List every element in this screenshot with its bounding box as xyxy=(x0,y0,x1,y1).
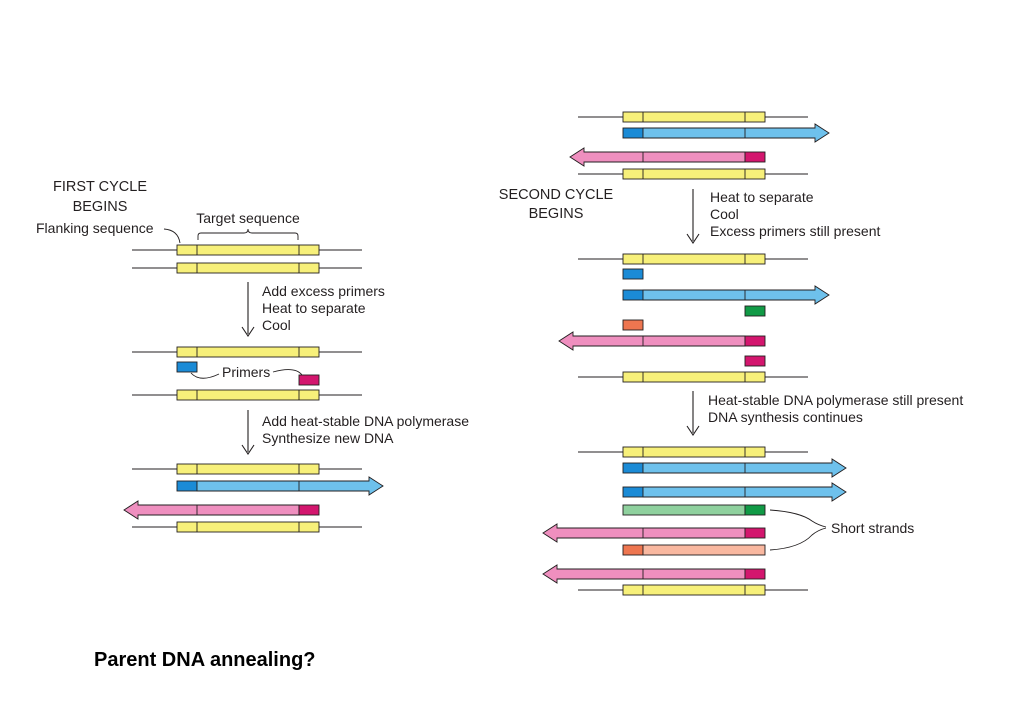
new-strand-right-arrow xyxy=(196,476,384,496)
second-step1-line1: Heat to separate xyxy=(710,189,814,205)
second-cycle-start-molecules xyxy=(569,111,830,180)
first-step1-line3: Cool xyxy=(262,317,291,333)
primers-label: Primers xyxy=(222,364,270,380)
target-sequence-bracket xyxy=(197,228,299,240)
short-strands-brace-bottom xyxy=(769,527,827,551)
first-cycle-heading-line2: BEGINS xyxy=(73,199,128,215)
first-step1-line2: Heat to separate xyxy=(262,300,366,316)
target-sequence-label: Target sequence xyxy=(196,210,300,226)
first-step1-line1: Add excess primers xyxy=(262,283,385,299)
primer-blue xyxy=(176,361,198,373)
second-cycle-heading-line1: SECOND CYCLE xyxy=(499,187,614,203)
first-cycle-products xyxy=(123,463,384,533)
short-strands-brace-top xyxy=(769,509,827,528)
primer-orange xyxy=(622,319,644,331)
first-cycle: FIRST CYCLE BEGINS Flanking sequence Tar… xyxy=(36,179,469,533)
separated-strands: Primers xyxy=(132,346,362,401)
question-caption: Parent DNA annealing? xyxy=(94,649,316,671)
first-cycle-heading-line1: FIRST CYCLE xyxy=(53,179,147,195)
second-step2-line1: Heat-stable DNA polymerase still present xyxy=(708,392,963,408)
flanking-sequence-label: Flanking sequence xyxy=(36,220,154,236)
second-step1-line2: Cool xyxy=(710,206,739,222)
first-step2-line1: Add heat-stable DNA polymerase xyxy=(262,413,469,429)
second-cycle-separated xyxy=(558,253,830,383)
second-cycle: SECOND CYCLE BEGINS Heat to separate Coo… xyxy=(499,111,963,596)
short-strands-label: Short strands xyxy=(831,520,914,536)
parent-duplex xyxy=(132,244,362,274)
second-step2-line2: DNA synthesis continues xyxy=(708,409,863,425)
short-strand-green xyxy=(622,504,746,516)
short-strand-salmon xyxy=(642,544,766,556)
second-cycle-products xyxy=(542,446,847,596)
primer-green xyxy=(744,305,766,317)
second-step1-line3: Excess primers still present xyxy=(710,223,880,239)
first-step2-line2: Synthesize new DNA xyxy=(262,430,394,446)
second-cycle-heading-line2: BEGINS xyxy=(529,206,584,222)
flanking-leader-line xyxy=(163,228,181,244)
new-strand-left-arrow xyxy=(123,500,300,520)
primer-magenta xyxy=(298,374,320,386)
